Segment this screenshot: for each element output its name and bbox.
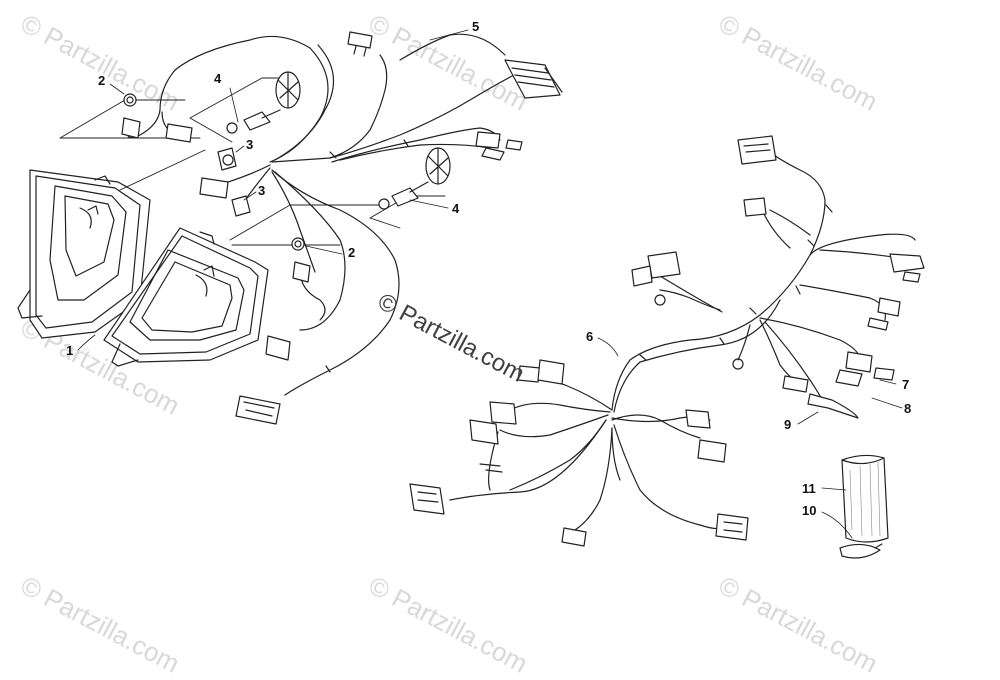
callout-4: 4 bbox=[452, 201, 460, 216]
callout-leaders bbox=[77, 29, 903, 539]
callout-5: 5 bbox=[472, 19, 480, 34]
wiring-drawing bbox=[17, 29, 925, 559]
headlight-right bbox=[103, 227, 269, 367]
parts-diagram: © Partzilla.com © Partzilla.com © Partzi… bbox=[16, 8, 925, 679]
bulbs-and-adjusters bbox=[123, 71, 451, 251]
callout-2: 2 bbox=[348, 245, 356, 260]
callout-11: 11 bbox=[802, 481, 816, 496]
callout-9: 9 bbox=[784, 417, 792, 432]
callout-4: 4 bbox=[214, 71, 222, 86]
harness-6 bbox=[325, 135, 925, 547]
callout-3: 3 bbox=[246, 137, 254, 152]
callout-7: 7 bbox=[902, 377, 910, 392]
callout-6: 6 bbox=[586, 329, 594, 344]
callout-8: 8 bbox=[904, 401, 912, 416]
callout-10: 10 bbox=[802, 503, 817, 518]
callout-2: 2 bbox=[98, 73, 106, 88]
sleeve-and-clamp bbox=[839, 454, 889, 559]
callout-3: 3 bbox=[258, 183, 266, 198]
callout-1: 1 bbox=[66, 343, 74, 358]
headlight-left bbox=[17, 169, 151, 339]
